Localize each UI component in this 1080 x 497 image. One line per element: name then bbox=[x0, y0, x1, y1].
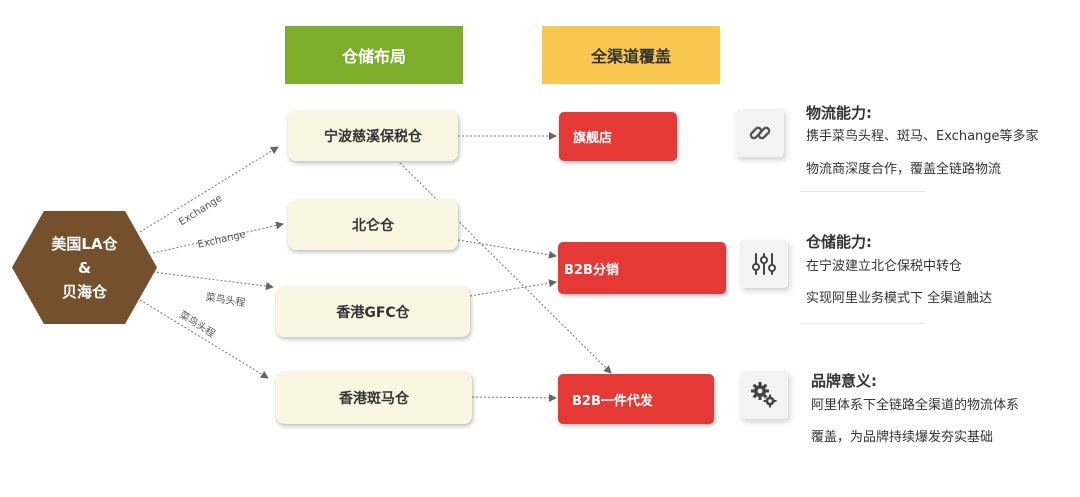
logistics-capability-title: 物流能力: bbox=[806, 104, 872, 122]
logistics-capability-line-1: 携手菜鸟头程、斑马、Exchange等多家 bbox=[806, 129, 1039, 144]
origin-hexagon: 美国LA仓 & 贝海仓 bbox=[12, 211, 157, 324]
warehouse-hk-banma: 香港斑马仓 bbox=[276, 372, 472, 424]
channel-b2b-distribution: B2B分销 bbox=[558, 242, 726, 294]
capability-divider-2 bbox=[800, 323, 925, 324]
warehouse-layout-header: 仓储布局 bbox=[285, 26, 463, 84]
logistics-capability-line-2: 物流商深度合作，覆盖全链路物流 bbox=[806, 162, 1002, 177]
sliders-icon bbox=[740, 240, 788, 288]
link-banma-dropship bbox=[471, 393, 557, 402]
route-line-to-banma bbox=[139, 299, 269, 379]
link-ningbo-dropship bbox=[399, 162, 612, 374]
warehousing-capability-title: 仓储能力: bbox=[806, 233, 872, 251]
route-line-to-gfc bbox=[152, 271, 274, 291]
channel-b2b-dropship: B2B一件代发 bbox=[558, 374, 714, 424]
link-beilun-b2b bbox=[457, 239, 557, 259]
brand-significance-line-2: 覆盖，为品牌持续爆发夯实基础 bbox=[811, 430, 994, 445]
route-line-to-ningbo bbox=[139, 146, 279, 233]
warehousing-capability-line-2: 实现阿里业务模式下 全渠道触达 bbox=[806, 291, 993, 306]
capability-divider-1 bbox=[800, 191, 925, 192]
origin-line-2: & bbox=[77, 258, 92, 277]
channel-coverage-header: 全渠道覆盖 bbox=[542, 26, 720, 84]
link-gfc-b2b bbox=[469, 279, 557, 297]
warehouse-hk-gfc: 香港GFC仓 bbox=[276, 287, 470, 337]
origin-line-1: 美国LA仓 bbox=[51, 234, 118, 253]
warehousing-capability-line-1: 在宁波建立北仑保税中转仓 bbox=[806, 259, 963, 274]
gears-icon bbox=[740, 371, 788, 419]
channel-flagship-store: 旗舰店 bbox=[559, 112, 677, 161]
link-icon bbox=[736, 109, 784, 157]
brand-significance-line-1: 阿里体系下全链路全渠道的物流体系 bbox=[811, 398, 1020, 413]
brand-significance-title: 品牌意义: bbox=[811, 372, 877, 390]
warehouse-beilun: 北仑仓 bbox=[288, 200, 458, 250]
warehouse-ningbo-cixi: 宁波慈溪保税仓 bbox=[288, 111, 458, 161]
origin-line-3: 贝海仓 bbox=[61, 282, 107, 301]
